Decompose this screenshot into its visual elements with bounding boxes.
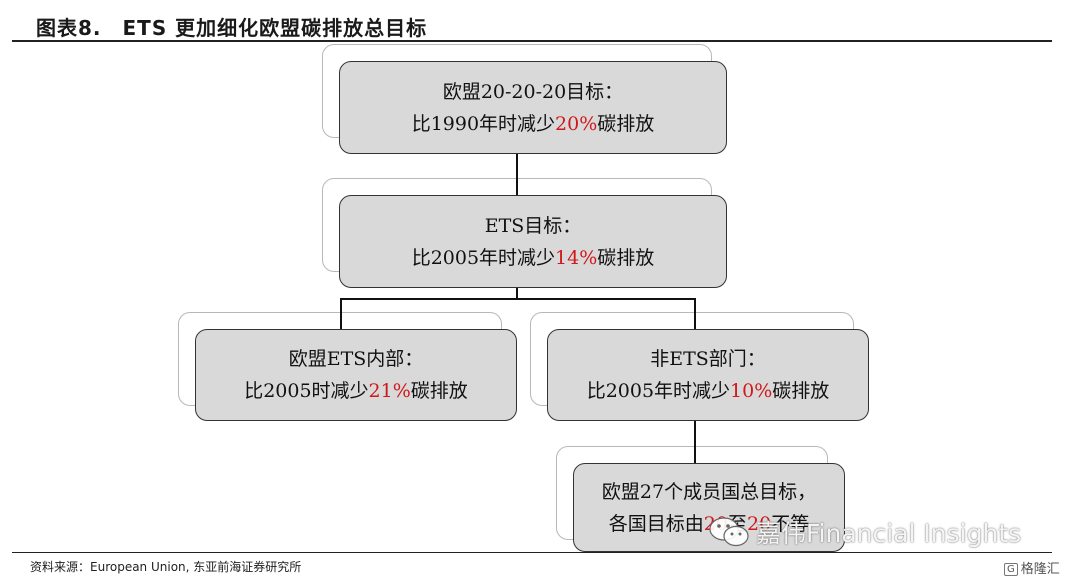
- connector-split-horizontal: [340, 298, 696, 300]
- wechat-icon: [709, 517, 749, 547]
- node-member-states-title: 欧盟27个成员国总目标，: [601, 480, 817, 503]
- node-eu-20-20-20-detail: 比1990年时减少20%碳排放: [411, 112, 655, 135]
- highlight-percent: 14%: [555, 246, 598, 269]
- connector-to-non-ets: [694, 298, 696, 330]
- highlight-percent: 20%: [555, 112, 598, 135]
- connector-non-ets-to-members: [694, 420, 696, 464]
- highlight-percent: 10%: [730, 380, 773, 402]
- corner-logo-text: 格隆汇: [1020, 562, 1060, 577]
- node-non-ets: 非ETS部门： 比2005年时减少10%碳排放: [547, 329, 869, 421]
- node-eu-20-20-20-title: 欧盟20-20-20目标：: [442, 80, 624, 103]
- title-divider: [12, 40, 1052, 42]
- watermark-text: 嘉伟Financial Insights: [756, 519, 1022, 548]
- corner-logo-icon: G: [1004, 563, 1018, 576]
- node-non-ets-title: 非ETS部门：: [650, 348, 766, 370]
- figure-title: 图表8. ETS 更加细化欧盟碳排放总目标: [36, 16, 428, 40]
- footer-divider: [12, 552, 1052, 553]
- node-ets-goal: ETS目标： 比2005年时减少14%碳排放: [339, 195, 727, 288]
- node-ets-internal: 欧盟ETS内部： 比2005时减少21%碳排放: [195, 329, 517, 421]
- node-ets-internal-title: 欧盟ETS内部：: [288, 348, 424, 370]
- connector-ets-stem: [516, 288, 518, 300]
- node-member-states: 欧盟27个成员国总目标， 各国目标由20至20不等: [573, 463, 845, 552]
- node-ets-internal-detail: 比2005时减少21%碳排放: [244, 380, 468, 402]
- node-eu-20-20-20: 欧盟20-20-20目标： 比1990年时减少20%碳排放: [339, 61, 727, 154]
- watermark: 嘉伟Financial Insights: [708, 514, 1021, 550]
- connector-eu-to-ets: [516, 154, 518, 196]
- node-non-ets-detail: 比2005年时减少10%碳排放: [586, 380, 830, 402]
- node-ets-goal-title: ETS目标：: [484, 214, 582, 237]
- highlight-percent: 21%: [368, 380, 411, 402]
- node-ets-goal-detail: 比2005年时减少14%碳排放: [411, 246, 655, 269]
- source-note: 资料来源：European Union, 东亚前海证券研究所: [30, 560, 302, 574]
- connector-to-ets-internal: [340, 298, 342, 330]
